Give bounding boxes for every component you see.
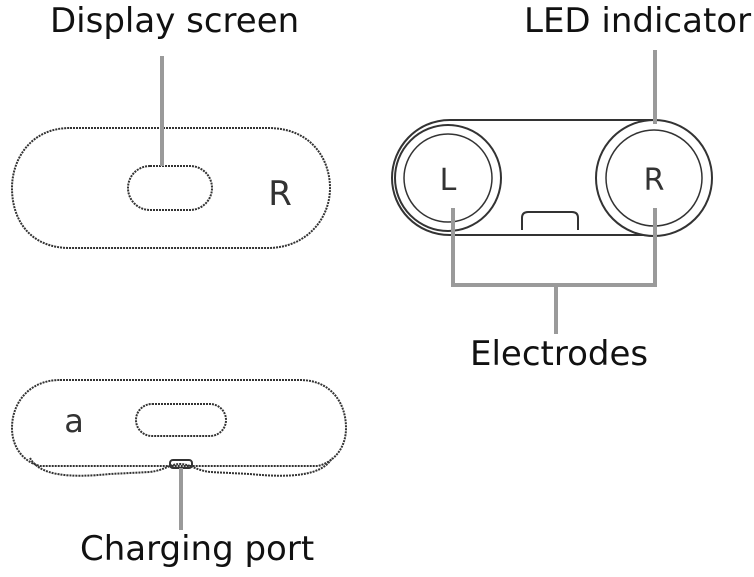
left-electrode-mark: L [440, 163, 457, 198]
left-electrode-outer [394, 124, 502, 232]
device-bottom-body [10, 379, 348, 467]
top-view-side-mark: R [268, 174, 292, 214]
device-bottom-lip [29, 457, 333, 477]
display-screen-window [127, 165, 213, 211]
bottom-display-window [135, 403, 227, 437]
bottom-view-side-mark: a [64, 402, 84, 440]
label-display-screen: Display screen [50, 1, 300, 41]
label-charging-port: Charging port [80, 529, 315, 569]
left-electrode-inner [403, 133, 493, 223]
device-bottom-view: a [10, 379, 348, 477]
electrode-port-slot [521, 211, 579, 230]
leader-lines [160, 50, 657, 530]
right-electrode-mark: R [644, 163, 665, 198]
device-top-body [10, 127, 332, 249]
device-top-view: R [10, 127, 332, 249]
device-electrode-view: L R [390, 119, 713, 237]
label-led-indicator: LED indicator [524, 1, 752, 41]
label-electrodes: Electrodes [470, 334, 649, 374]
